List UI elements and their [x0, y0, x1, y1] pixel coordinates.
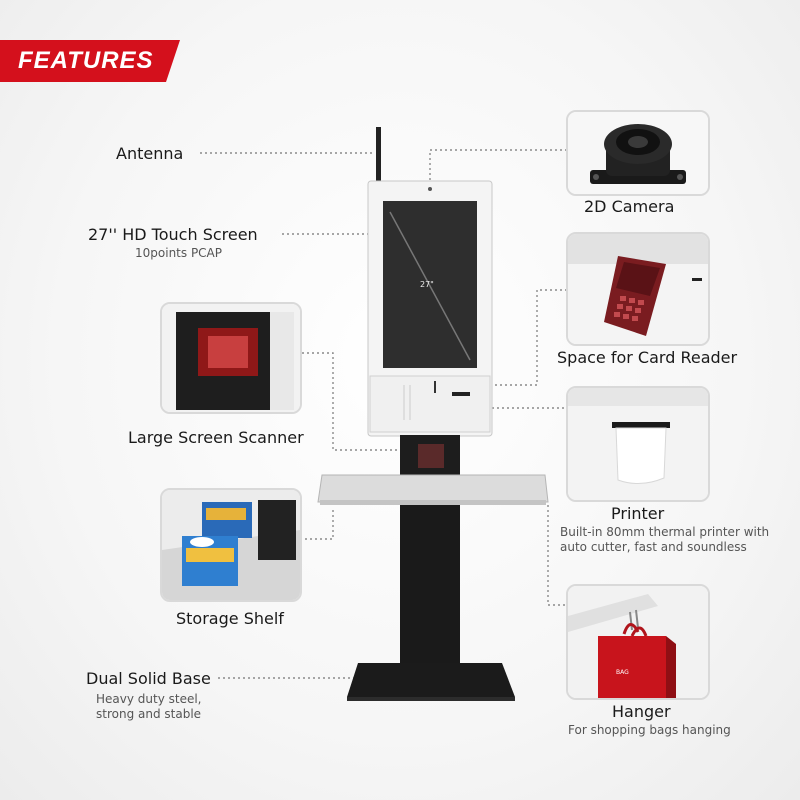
base-sub-line1: Heavy duty steel, [96, 692, 202, 706]
kiosk-base [347, 663, 515, 697]
scanner-image [160, 302, 302, 414]
card-slot [452, 392, 470, 396]
kiosk-column [400, 505, 460, 665]
scanner-window [418, 444, 444, 468]
card-reader-label: Space for Card Reader [557, 348, 738, 367]
base-sub-line2: strong and stable [96, 707, 202, 721]
features-banner [0, 40, 180, 82]
antenna-label: Antenna [116, 144, 184, 163]
camera-connector [429, 149, 566, 185]
scanner-label: Large Screen Scanner [128, 428, 304, 447]
antenna [376, 127, 381, 184]
hanger-connector [547, 505, 566, 606]
shelf-label: Storage Shelf [176, 609, 284, 628]
hanger-label: Hanger [612, 702, 671, 721]
camera-label: 2D Camera [584, 197, 675, 216]
touch-screen-label: 27'' HD Touch Screen [88, 225, 258, 244]
screen-size-text: 27" [420, 280, 434, 289]
camera-image [566, 110, 710, 196]
bag-brand-text: BAG [616, 669, 629, 676]
hanger-sub: For shopping bags hanging [568, 723, 731, 737]
printer-image [566, 386, 710, 502]
printer-label: Printer [611, 504, 665, 523]
storage-shelf [317, 474, 549, 503]
card-reader-image [566, 232, 710, 346]
hanger-image: BAG [566, 584, 710, 700]
features-title: FEATURES [18, 47, 154, 74]
printer-sub-line2: auto cutter, fast and soundless [560, 540, 747, 554]
camera-lens-dot [428, 187, 432, 191]
scanner-connector [302, 352, 440, 451]
touch-screen-sub: 10points PCAP [135, 246, 222, 260]
base-label: Dual Solid Base [86, 669, 211, 688]
printer-sub-line1: Built-in 80mm thermal printer with [560, 525, 770, 539]
shelf-connector [300, 508, 334, 540]
shelf-image [160, 488, 302, 602]
